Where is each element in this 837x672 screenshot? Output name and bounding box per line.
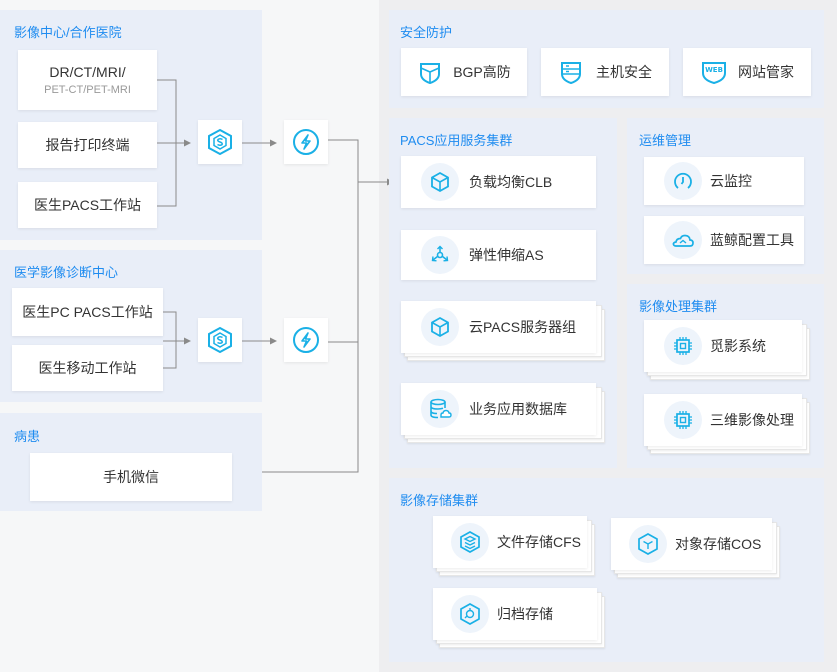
- archive-icon: [460, 603, 480, 625]
- doctor-pc-pacs-label: 医生PC PACS工作站: [22, 304, 153, 320]
- image-processing-title: 影像处理集群: [639, 299, 718, 314]
- cube-icon: [431, 316, 449, 338]
- lightning-circle-icon: [293, 129, 319, 155]
- pacs-server-card[interactable]: 云PACS服务器组: [401, 301, 596, 353]
- doctor-mobile-card[interactable]: 医生移动工作站: [12, 345, 163, 391]
- imaging-center-title: 影像中心/合作医院: [14, 25, 122, 40]
- cos-icon-wrap: [629, 525, 667, 563]
- svg-text:WEB: WEB: [705, 66, 723, 74]
- cos-card[interactable]: 对象存储COS: [611, 518, 772, 570]
- cloud-monitor-icon-wrap: [664, 162, 702, 200]
- database-icon-wrap: [421, 390, 459, 428]
- chip-icon: [674, 337, 692, 355]
- cloud-monitor-card[interactable]: 云监控: [644, 157, 804, 205]
- 3d-processing-icon-wrap: [664, 401, 702, 439]
- wechat-label: 手机微信: [103, 469, 159, 485]
- lightning-circle-icon: [293, 327, 319, 353]
- bluekingconfig-label: 蓝鲸配置工具: [710, 232, 794, 248]
- bluekingconfig-card[interactable]: 蓝鲸配置工具: [644, 216, 804, 264]
- gateway-box-2[interactable]: [284, 120, 328, 164]
- hex-s-icon: [208, 128, 232, 156]
- modality-line1: DR/CT/MRI/: [49, 63, 126, 80]
- cfs-icon-wrap: [451, 523, 489, 561]
- wechat-card[interactable]: 手机微信: [30, 453, 232, 501]
- bgp-label: BGP高防: [453, 64, 511, 80]
- miying-card[interactable]: 觅影系统: [644, 320, 802, 372]
- 3d-processing-label: 三维影像处理: [710, 412, 794, 428]
- doctor-pacs-card[interactable]: 医生PACS工作站: [18, 182, 157, 228]
- cloud-monitor-label: 云监控: [710, 173, 752, 189]
- scaling-icon: [431, 245, 449, 262]
- cfs-label: 文件存储CFS: [497, 534, 581, 550]
- gateway-box-1[interactable]: [198, 120, 242, 164]
- miying-label: 觅影系统: [710, 338, 766, 354]
- modality-card[interactable]: DR/CT/MRI/ PET-CT/PET-MRI: [18, 50, 157, 110]
- security-title: 安全防护: [400, 25, 453, 40]
- doctor-pacs-label: 医生PACS工作站: [33, 197, 142, 213]
- as-card[interactable]: 弹性伸缩AS: [401, 230, 596, 280]
- cloud-icon: [672, 234, 694, 247]
- report-print-label: 报告打印终端: [45, 137, 130, 153]
- host-security-icon: [561, 62, 581, 85]
- web-manager-label: 网站管家: [738, 64, 794, 80]
- shield-icon: [420, 63, 441, 85]
- monitor-icon: [674, 172, 692, 189]
- patient-title: 病患: [14, 429, 41, 444]
- archive-icon-wrap: [451, 595, 489, 633]
- archive-label: 归档存储: [497, 606, 553, 622]
- host-security-label: 主机安全: [596, 64, 652, 80]
- host-security-card[interactable]: 主机安全: [541, 48, 669, 96]
- cube-icon: [638, 533, 658, 555]
- hex-s-icon: [208, 326, 232, 354]
- bluekingconfig-icon-wrap: [664, 221, 702, 259]
- pacs-server-icon-wrap: [421, 308, 459, 346]
- doctor-mobile-label: 医生移动工作站: [38, 360, 137, 376]
- cfs-card[interactable]: 文件存储CFS: [433, 516, 587, 568]
- modality-line2: PET-CT/PET-MRI: [44, 83, 131, 96]
- cos-label: 对象存储COS: [675, 536, 762, 552]
- database-icon: [430, 398, 452, 419]
- report-print-card[interactable]: 报告打印终端: [18, 122, 157, 168]
- doctor-pc-pacs-card[interactable]: 医生PC PACS工作站: [12, 288, 163, 336]
- as-icon-wrap: [421, 236, 459, 274]
- database-label: 业务应用数据库: [469, 401, 567, 417]
- ops-title: 运维管理: [639, 133, 692, 148]
- gateway-box-4[interactable]: [284, 318, 328, 362]
- layers-icon: [460, 531, 480, 553]
- cube-icon: [431, 171, 449, 193]
- clb-icon-wrap: [421, 163, 459, 201]
- bgp-card[interactable]: BGP高防: [401, 48, 527, 96]
- pacs-cluster-title: PACS应用服务集群: [400, 133, 513, 148]
- storage-title: 影像存储集群: [400, 493, 479, 508]
- database-card[interactable]: 业务应用数据库: [401, 383, 596, 435]
- clb-label: 负载均衡CLB: [469, 174, 553, 190]
- web-shield-icon: WEB: [702, 62, 726, 85]
- pacs-server-label: 云PACS服务器组: [469, 319, 577, 335]
- diagnosis-center-title: 医学影像诊断中心: [14, 265, 119, 280]
- web-manager-card[interactable]: WEB 网站管家: [683, 48, 811, 96]
- miying-icon-wrap: [664, 327, 702, 365]
- clb-card[interactable]: 负载均衡CLB: [401, 156, 596, 208]
- archive-card[interactable]: 归档存储: [433, 588, 597, 640]
- chip-icon: [674, 411, 692, 429]
- 3d-processing-card[interactable]: 三维影像处理: [644, 394, 802, 446]
- as-label: 弹性伸缩AS: [469, 247, 544, 263]
- gateway-box-3[interactable]: [198, 318, 242, 362]
